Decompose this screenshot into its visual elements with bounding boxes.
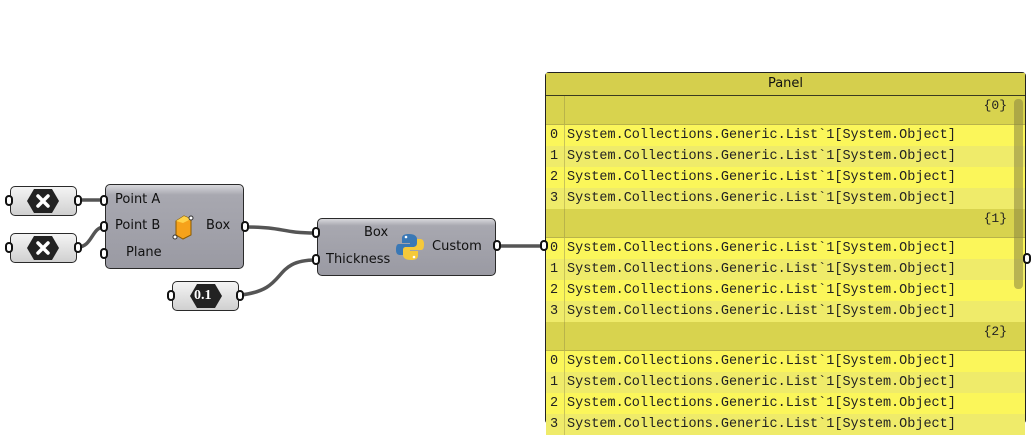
row-index: 1 xyxy=(550,262,559,277)
output-grip[interactable] xyxy=(74,242,82,253)
panel-branch-header: {0} xyxy=(546,96,1025,125)
output-label: Custom xyxy=(432,239,482,254)
panel-row: 3 System.Collections.Generic.List`1[Syste… xyxy=(546,188,1025,209)
panel-row: 3 System.Collections.Generic.List`1[Syste… xyxy=(546,414,1025,435)
output-grip[interactable] xyxy=(236,290,244,301)
row-value: System.Collections.Generic.List`1[System… xyxy=(567,128,956,143)
panel-row: 2 System.Collections.Generic.List`1[Syste… xyxy=(546,167,1025,188)
gutter-divider xyxy=(564,146,565,167)
panel-row: 0 System.Collections.Generic.List`1[Syste… xyxy=(546,351,1025,372)
gutter-divider xyxy=(564,238,565,259)
gutter-divider xyxy=(564,125,565,146)
panel-row: 3 System.Collections.Generic.List`1[Syste… xyxy=(546,301,1025,322)
row-value: System.Collections.Generic.List`1[System… xyxy=(567,375,956,390)
branch-path: {1} xyxy=(983,211,1007,226)
row-index: 3 xyxy=(550,417,559,432)
panel-row: 1 System.Collections.Generic.List`1[Syste… xyxy=(546,372,1025,393)
gutter-divider xyxy=(564,259,565,280)
row-value: System.Collections.Generic.List`1[System… xyxy=(567,149,956,164)
gutter-divider xyxy=(564,167,565,188)
panel-row: 2 System.Collections.Generic.List`1[Syste… xyxy=(546,393,1025,414)
gutter-divider xyxy=(564,393,565,414)
gutter-divider xyxy=(564,372,565,393)
output-grip[interactable] xyxy=(74,195,82,206)
panel-input-grip[interactable] xyxy=(540,240,548,251)
box-component[interactable]: Point A Point B Plane Box xyxy=(105,184,244,269)
row-index: 2 xyxy=(550,396,559,411)
panel-row: 1 System.Collections.Generic.List`1[Syste… xyxy=(546,146,1025,167)
row-index: 1 xyxy=(550,375,559,390)
input-grip[interactable] xyxy=(312,227,320,238)
panel-scrollbar[interactable] xyxy=(1014,99,1023,289)
input-grip[interactable] xyxy=(5,195,13,206)
row-index: 0 xyxy=(550,354,559,369)
panel-row: 0 System.Collections.Generic.List`1[Syste… xyxy=(546,125,1025,146)
row-value: System.Collections.Generic.List`1[System… xyxy=(567,417,956,432)
panel-row: 1 System.Collections.Generic.List`1[Syste… xyxy=(546,259,1025,280)
input-label: Box xyxy=(364,225,389,240)
number-hexagon-icon xyxy=(190,284,222,308)
panel-row: 2 System.Collections.Generic.List`1[Syste… xyxy=(546,280,1025,301)
gutter-divider xyxy=(564,414,565,435)
input-grip[interactable] xyxy=(100,221,108,232)
panel-row: 0 System.Collections.Generic.List`1[Syste… xyxy=(546,238,1025,259)
input-grip[interactable] xyxy=(100,248,108,259)
row-index: 1 xyxy=(550,149,559,164)
input-label: Point B xyxy=(115,218,161,233)
box-icon xyxy=(172,215,194,240)
row-value: System.Collections.Generic.List`1[System… xyxy=(567,170,956,185)
row-index: 0 xyxy=(550,241,559,256)
python-component[interactable]: Box Thickness Custom xyxy=(317,218,496,276)
row-index: 2 xyxy=(550,170,559,185)
output-grip[interactable] xyxy=(493,240,501,251)
point-a-param[interactable] xyxy=(10,186,77,216)
x-hexagon-icon xyxy=(27,189,59,213)
row-value: System.Collections.Generic.List`1[System… xyxy=(567,396,956,411)
row-index: 0 xyxy=(550,128,559,143)
output-label: Box xyxy=(206,218,231,233)
row-index: 3 xyxy=(550,304,559,319)
wire-box xyxy=(245,225,317,235)
row-index: 2 xyxy=(550,283,559,298)
branch-path: {0} xyxy=(983,98,1007,113)
input-grip[interactable] xyxy=(100,195,108,206)
panel-branch-header: {1} xyxy=(546,209,1025,238)
gutter-divider xyxy=(564,209,565,237)
panel-branch-header: {2} xyxy=(546,322,1025,351)
wire-thickness xyxy=(239,258,317,297)
input-label: Thickness xyxy=(326,252,391,267)
panel-title: Panel xyxy=(546,73,1025,96)
input-label: Point A xyxy=(115,192,161,207)
row-value: System.Collections.Generic.List`1[System… xyxy=(567,262,956,277)
input-grip[interactable] xyxy=(312,254,320,265)
gutter-divider xyxy=(564,322,565,350)
row-value: System.Collections.Generic.List`1[System… xyxy=(567,241,956,256)
branch-path: {2} xyxy=(983,324,1007,339)
gutter-divider xyxy=(564,96,565,124)
row-value: System.Collections.Generic.List`1[System… xyxy=(567,191,956,206)
gutter-divider xyxy=(564,280,565,301)
row-value: System.Collections.Generic.List`1[System… xyxy=(567,283,956,298)
gutter-divider xyxy=(564,301,565,322)
input-grip[interactable] xyxy=(5,242,13,253)
row-value: System.Collections.Generic.List`1[System… xyxy=(567,304,956,319)
input-label: Plane xyxy=(126,245,162,260)
x-hexagon-icon xyxy=(27,236,59,260)
row-value: System.Collections.Generic.List`1[System… xyxy=(567,354,956,369)
panel-output-grip[interactable] xyxy=(1023,253,1031,264)
number-slider[interactable]: 0.1 xyxy=(172,281,239,311)
row-index: 3 xyxy=(550,191,559,206)
input-grip[interactable] xyxy=(167,290,175,301)
point-b-param[interactable] xyxy=(10,233,77,263)
output-grip[interactable] xyxy=(241,221,249,232)
slider-value: 0.1 xyxy=(194,288,212,303)
gutter-divider xyxy=(564,351,565,372)
python-icon xyxy=(396,234,424,260)
gutter-divider xyxy=(564,188,565,209)
